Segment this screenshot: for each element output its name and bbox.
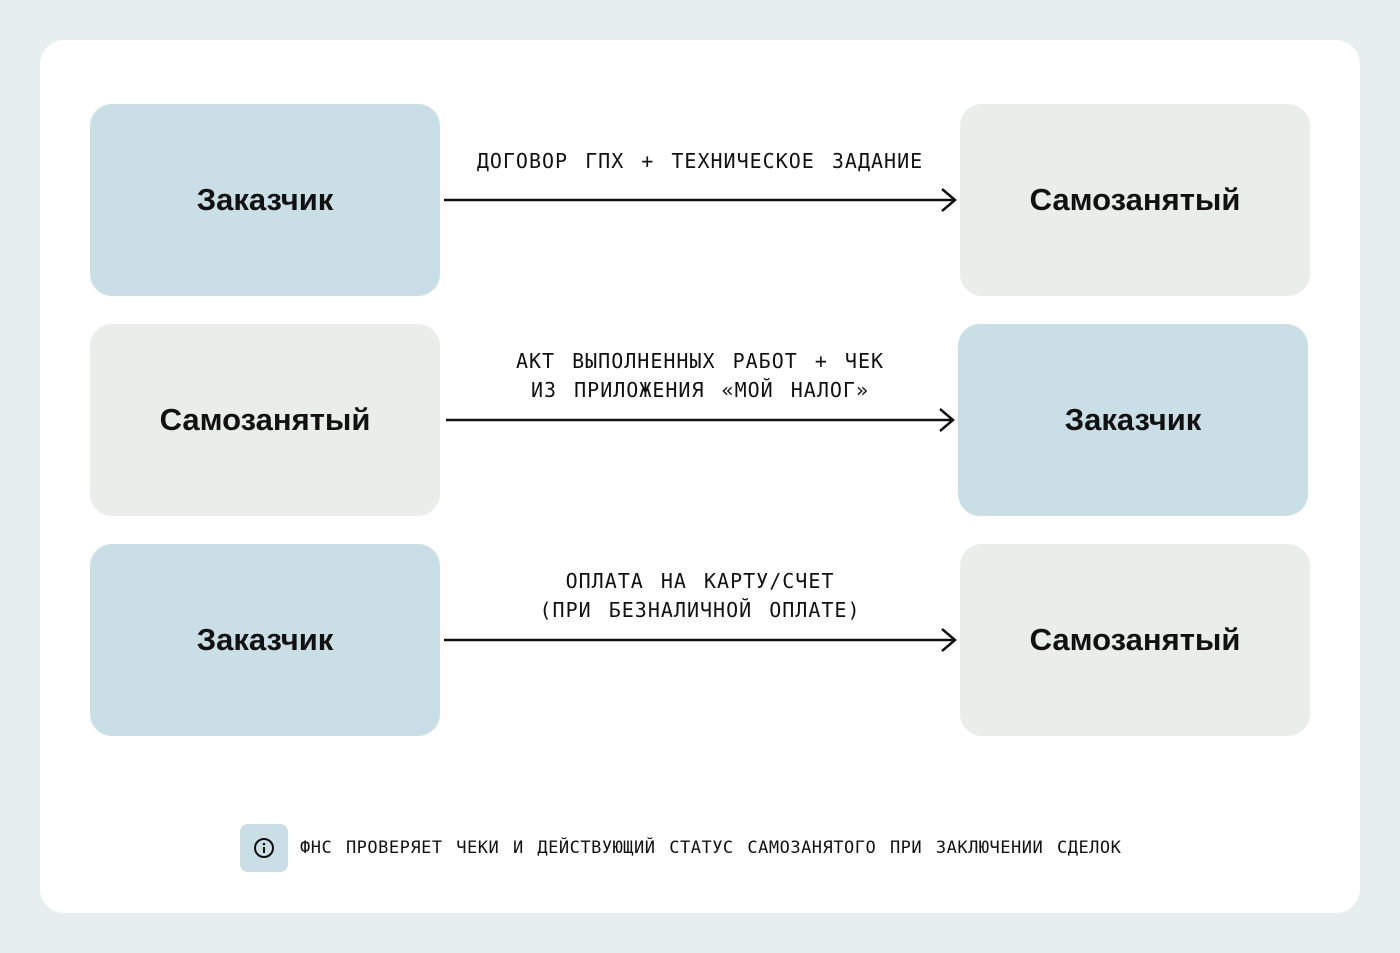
arrow-right-icon — [444, 188, 957, 212]
footer-note: ФНС ПРОВЕРЯЕТ ЧЕКИ И ДЕЙСТВУЮЩИЙ СТАТУС … — [300, 838, 1122, 858]
flow-label-line: ИЗ ПРИЛОЖЕНИЯ «МОЙ НАЛОГ» — [530, 378, 870, 402]
self-employed-box: Самозанятый — [90, 324, 440, 516]
flow-label-line: ОПЛАТА НА КАРТУ/СЧЕТ — [565, 569, 835, 593]
flow-label: АКТ ВЫПОЛНЕННЫХ РАБОТ + ЧЕК ИЗ ПРИЛОЖЕНИЯ… — [444, 347, 956, 405]
self-employed-box: Самозанятый — [960, 104, 1310, 296]
info-icon — [240, 824, 288, 872]
customer-box: Заказчик — [90, 544, 440, 736]
flow-label: ДОГОВОР ГПХ + ТЕХНИЧЕСКОЕ ЗАДАНИЕ — [444, 147, 956, 176]
arrow-right-icon — [444, 628, 957, 652]
arrow-right-icon — [446, 408, 955, 432]
customer-box: Заказчик — [90, 104, 440, 296]
flow-label-line: АКТ ВЫПОЛНЕННЫХ РАБОТ + ЧЕК — [515, 349, 885, 373]
flow-label-line: ДОГОВОР ГПХ + ТЕХНИЧЕСКОЕ ЗАДАНИЕ — [476, 149, 924, 173]
self-employed-box: Самозанятый — [960, 544, 1310, 736]
flow-label-line: (ПРИ БЕЗНАЛИЧНОЙ ОПЛАТЕ) — [539, 598, 861, 622]
flow-label: ОПЛАТА НА КАРТУ/СЧЕТ (ПРИ БЕЗНАЛИЧНОЙ ОПЛ… — [444, 567, 956, 625]
customer-box: Заказчик — [958, 324, 1308, 516]
